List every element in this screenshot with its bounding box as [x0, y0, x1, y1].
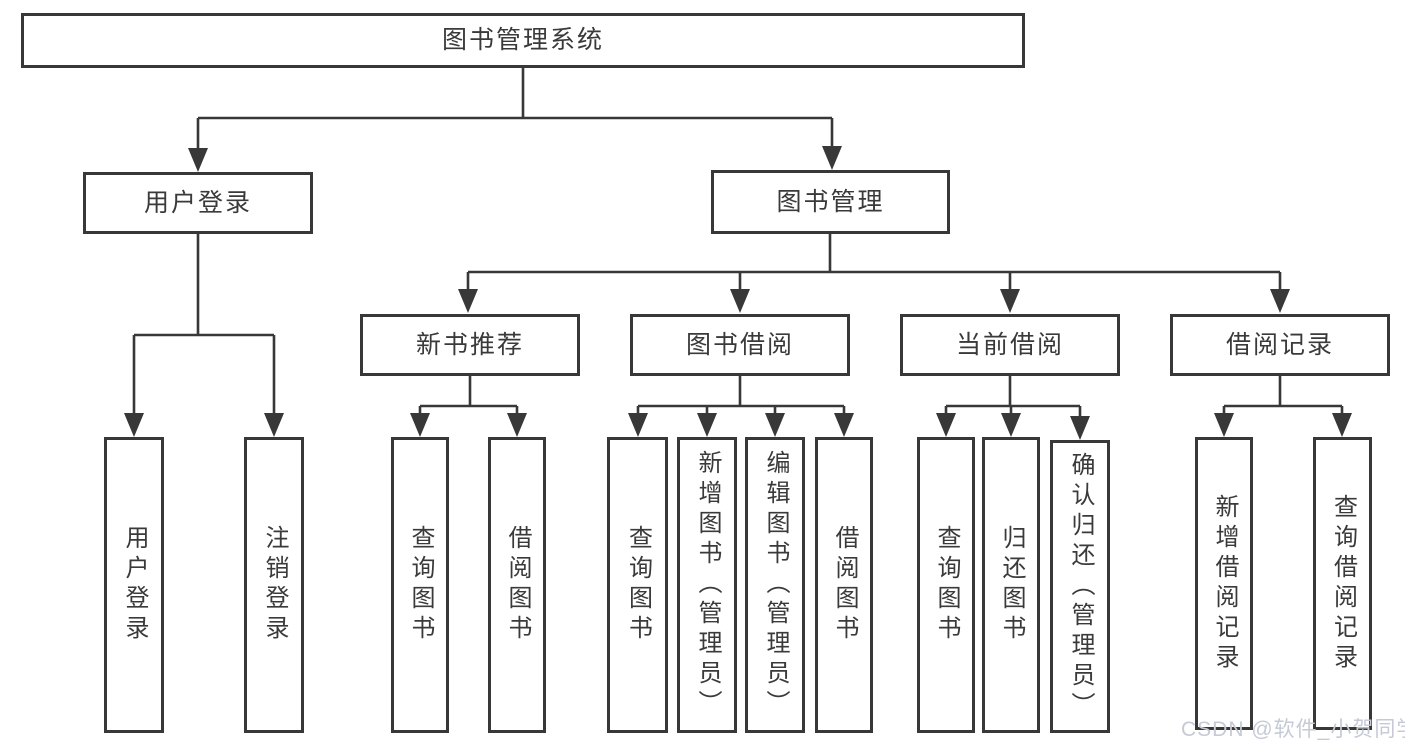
node-root-label: 图书管理系统 [441, 26, 604, 54]
leaf-return-books: 归还图书 [982, 437, 1040, 733]
arrowheads [124, 146, 1352, 440]
leaf-logout: 注销登录 [244, 437, 304, 733]
leaf-query-books-2: 查询图书 [607, 437, 668, 733]
node-root-system: 图书管理系统 [21, 13, 1025, 68]
leaf-user-login-label: 用户登录 [121, 525, 148, 645]
node-current-borrow: 当前借阅 [900, 314, 1120, 376]
node-book-management: 图书管理 [711, 170, 950, 234]
leaf-borrow-books-2-label: 借阅图书 [831, 525, 858, 645]
node-user-login-label: 用户登录 [143, 188, 252, 217]
leaf-borrow-books-1-label: 借阅图书 [504, 525, 531, 645]
node-new-book-recommend-label: 新书推荐 [415, 330, 524, 359]
leaf-add-books-admin: 新增图书（管理员） [677, 437, 737, 733]
leaf-return-books-label: 归还图书 [998, 525, 1025, 645]
node-current-borrow-label: 当前借阅 [955, 330, 1064, 359]
leaf-add-borrow-record-label: 新增借阅记录 [1211, 493, 1238, 674]
leaf-query-borrow-record: 查询借阅记录 [1313, 437, 1372, 730]
leaf-query-books-2-label: 查询图书 [624, 525, 652, 645]
leaf-query-books-1-label: 查询图书 [407, 525, 434, 645]
leaf-query-books-1: 查询图书 [391, 437, 449, 733]
leaf-edit-books-admin: 编辑图书（管理员） [745, 437, 805, 733]
node-book-management-label: 图书管理 [776, 187, 885, 216]
leaf-confirm-return-admin-label: 确认归还（管理员） [1067, 451, 1094, 722]
node-new-book-recommend: 新书推荐 [360, 314, 580, 376]
leaf-logout-label: 注销登录 [261, 525, 288, 645]
leaf-borrow-books-1: 借阅图书 [488, 437, 546, 733]
leaf-edit-books-admin-label: 编辑图书（管理员） [762, 450, 789, 720]
leaf-add-borrow-record: 新增借阅记录 [1195, 437, 1253, 730]
node-borrow-record-label: 借阅记录 [1225, 330, 1334, 359]
leaf-query-borrow-record-label: 查询借阅记录 [1329, 493, 1357, 674]
leaf-confirm-return-admin: 确认归还（管理员） [1050, 440, 1110, 733]
leaf-add-books-admin-label: 新增图书（管理员） [694, 450, 721, 720]
node-user-login: 用户登录 [83, 172, 313, 234]
leaf-query-books-3-label: 查询图书 [933, 525, 960, 645]
node-book-borrow-label: 图书借阅 [685, 330, 794, 359]
node-borrow-record: 借阅记录 [1170, 314, 1390, 376]
csdn-watermark: CSDN @软件_小贺同学 [1181, 718, 1405, 741]
leaf-query-books-3: 查询图书 [917, 437, 975, 733]
leaf-user-login: 用户登录 [104, 437, 164, 733]
node-book-borrow: 图书借阅 [630, 314, 850, 376]
leaf-borrow-books-2: 借阅图书 [815, 437, 873, 733]
